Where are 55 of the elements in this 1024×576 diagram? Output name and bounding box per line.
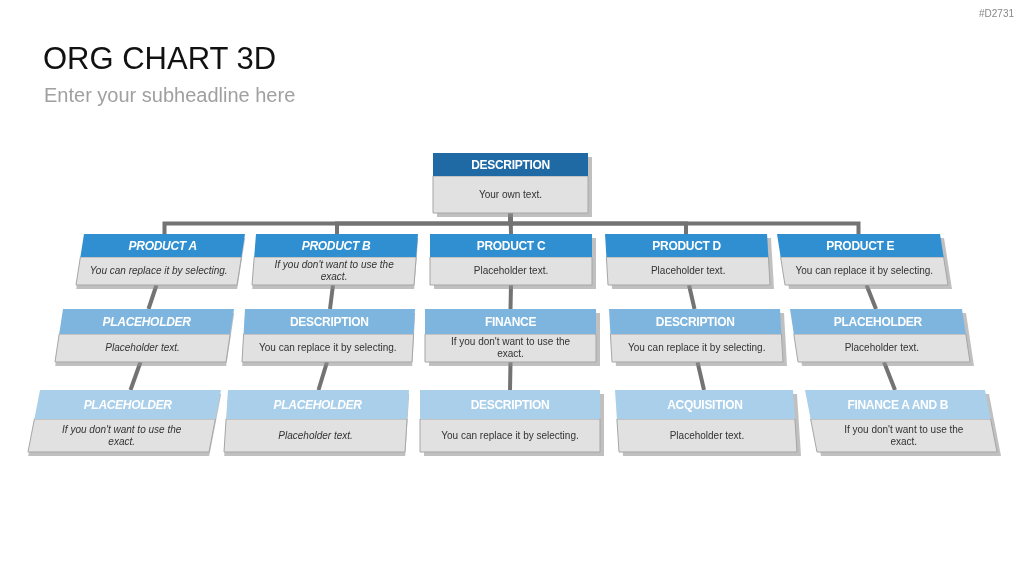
connector-line xyxy=(328,284,335,310)
connector-line xyxy=(508,361,513,391)
connector-line xyxy=(695,361,706,391)
card-heading: PRODUCT E xyxy=(825,237,896,254)
card-heading: PRODUCT D xyxy=(651,237,722,254)
card-text: Placeholder text. xyxy=(843,342,921,354)
card-heading: DESCRIPTION xyxy=(654,313,736,330)
org-card xyxy=(609,309,787,366)
slide-subtitle: Enter your subheadline here xyxy=(44,83,296,108)
card-heading: DESCRIPTION xyxy=(288,313,370,330)
card-text: You can replace it by selecting. xyxy=(626,342,767,354)
card-heading: PRODUCT C xyxy=(475,237,547,254)
card-heading: PLACEHOLDER xyxy=(832,313,923,330)
card-text: Placeholder text. xyxy=(649,265,727,277)
connector-line xyxy=(687,284,697,310)
card-text: You can replace it by selecting. xyxy=(258,342,398,354)
org-card xyxy=(430,234,596,289)
org-card xyxy=(605,234,774,289)
connector-line xyxy=(882,361,897,391)
connector-line xyxy=(508,284,513,310)
connector-line xyxy=(146,284,159,310)
card-text: Placeholder text. xyxy=(668,429,746,442)
slide-title: ORG CHART 3D xyxy=(43,40,277,78)
card-heading: DESCRIPTION xyxy=(469,396,551,413)
card-text: If you don't want to use the exact. xyxy=(449,336,572,360)
card-text: You can replace it by selecting. xyxy=(440,429,580,442)
org-card xyxy=(425,309,600,366)
card-heading: DESCRIPTION xyxy=(470,156,551,173)
card-text: If you don't want to use the exact. xyxy=(843,423,965,448)
connector-line xyxy=(128,361,143,391)
card-heading: ACQUISITION xyxy=(666,396,744,413)
org-card xyxy=(777,234,952,289)
org-card xyxy=(433,153,592,217)
card-text: You can replace it by selecting. xyxy=(88,265,229,277)
card-heading: PRODUCT B xyxy=(300,237,372,254)
card-text: Your own text. xyxy=(478,188,543,201)
connector-line xyxy=(864,284,878,310)
org-card xyxy=(420,390,604,456)
card-heading: PLACEHOLDER xyxy=(101,313,192,330)
template-code: #D2731 xyxy=(978,8,1014,20)
org-card xyxy=(805,390,1001,456)
org-card xyxy=(790,309,974,366)
card-heading: FINANCE A AND B xyxy=(846,396,950,413)
connector-line xyxy=(316,361,329,391)
card-text: Placeholder text. xyxy=(104,342,181,354)
card-text: If you don't want to use the exact. xyxy=(273,259,395,283)
card-heading: PLACEHOLDER xyxy=(272,396,363,413)
card-text: Placeholder text. xyxy=(277,429,354,442)
card-heading: PLACEHOLDER xyxy=(82,396,173,413)
card-heading: FINANCE xyxy=(483,313,538,330)
card-heading: PRODUCT A xyxy=(127,237,198,254)
card-text: If you don't want to use the exact. xyxy=(61,423,183,448)
org-card xyxy=(615,390,801,456)
card-text: Placeholder text. xyxy=(472,265,550,277)
card-text: You can replace it by selecting. xyxy=(794,265,935,277)
